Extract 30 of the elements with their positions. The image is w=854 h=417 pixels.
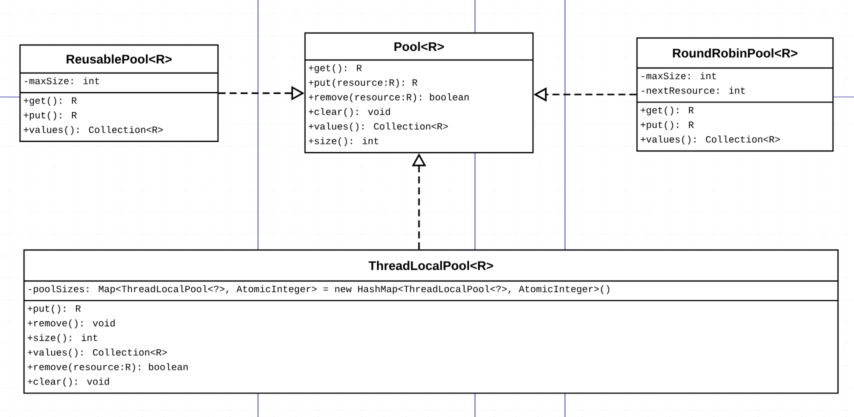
class-box: [304, 32, 534, 154]
member-text: +values(): Collection<R>: [28, 348, 167, 358]
member-text: +values(): Collection<R>: [640, 136, 780, 145]
class-box: [23, 249, 839, 394]
member-text: -maxSize: int: [642, 72, 716, 80]
class-name: ReusablePool<R>: [66, 54, 172, 64]
member-text: +remove(resource:R): boolean: [308, 93, 469, 102]
class-name: RoundRobinPool<R>: [673, 48, 798, 58]
member-text: -nextResource: int: [642, 86, 745, 94]
class-name: ThreadLocalPool<R>: [368, 260, 494, 270]
member-text: +put(): R: [24, 111, 77, 120]
class-name: Pool<R>: [394, 42, 444, 52]
member-text: +clear(): void: [308, 108, 390, 117]
member-text: +values(): Collection<R>: [308, 122, 448, 132]
member-text: +get(): R: [24, 96, 77, 106]
member-text: +put(): R: [28, 304, 81, 314]
class-box: [636, 37, 834, 152]
member-text: -poolSizes: Map<ThreadLocalPool<?>, AtomicInteger> = new HashMap<ThreadLocalPool<?>, AtomicInteger>(): [28, 285, 610, 294]
member-text: +clear(): void: [28, 378, 109, 387]
member-text: +remove(): void: [28, 319, 115, 328]
member-text: +values(): Collection<R>: [24, 126, 163, 135]
member-text: +get(): R: [640, 106, 694, 116]
member-text: +put(): R: [640, 121, 694, 130]
member-text: +put(resource:R): R: [308, 78, 418, 88]
member-text: -maxSize: int: [24, 77, 100, 84]
class-box: [19, 44, 219, 142]
member-text: +get(): R: [308, 64, 362, 74]
member-text: +size(): int: [28, 334, 98, 343]
member-text: +remove(resource:R): boolean: [28, 363, 188, 372]
member-text: +size(): int: [308, 137, 378, 146]
